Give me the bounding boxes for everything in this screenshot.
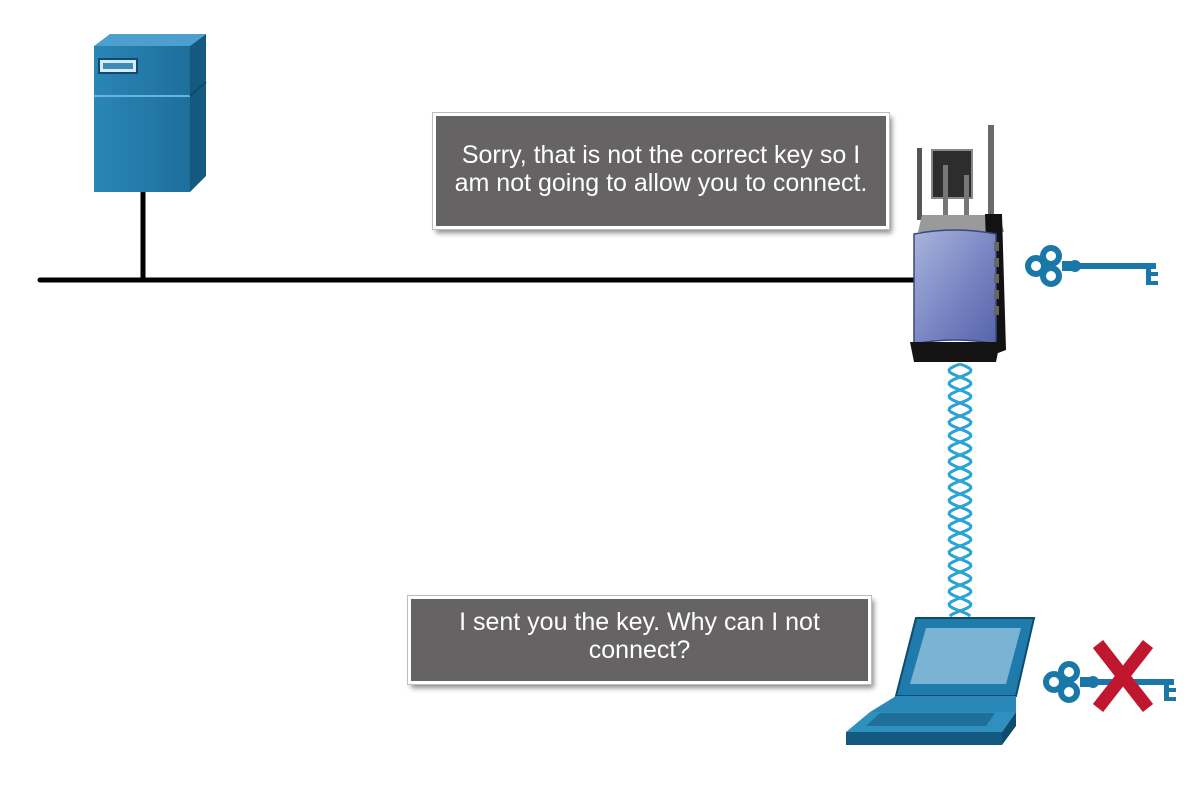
server-icon xyxy=(94,34,207,192)
laptop-speech-bubble: I sent you the key. Why can I not connec… xyxy=(408,596,871,684)
wireless-router-icon xyxy=(910,125,1006,362)
wireless-link xyxy=(947,362,973,618)
router-message: Sorry, that is not the correct key so I … xyxy=(454,141,868,197)
router-speech-bubble: Sorry, that is not the correct key so I … xyxy=(433,113,889,229)
key-icon xyxy=(1028,248,1158,285)
laptop-icon xyxy=(846,617,1036,745)
laptop-message: I sent you the key. Why can I not connec… xyxy=(459,608,820,664)
x-mark-icon xyxy=(1092,639,1154,713)
